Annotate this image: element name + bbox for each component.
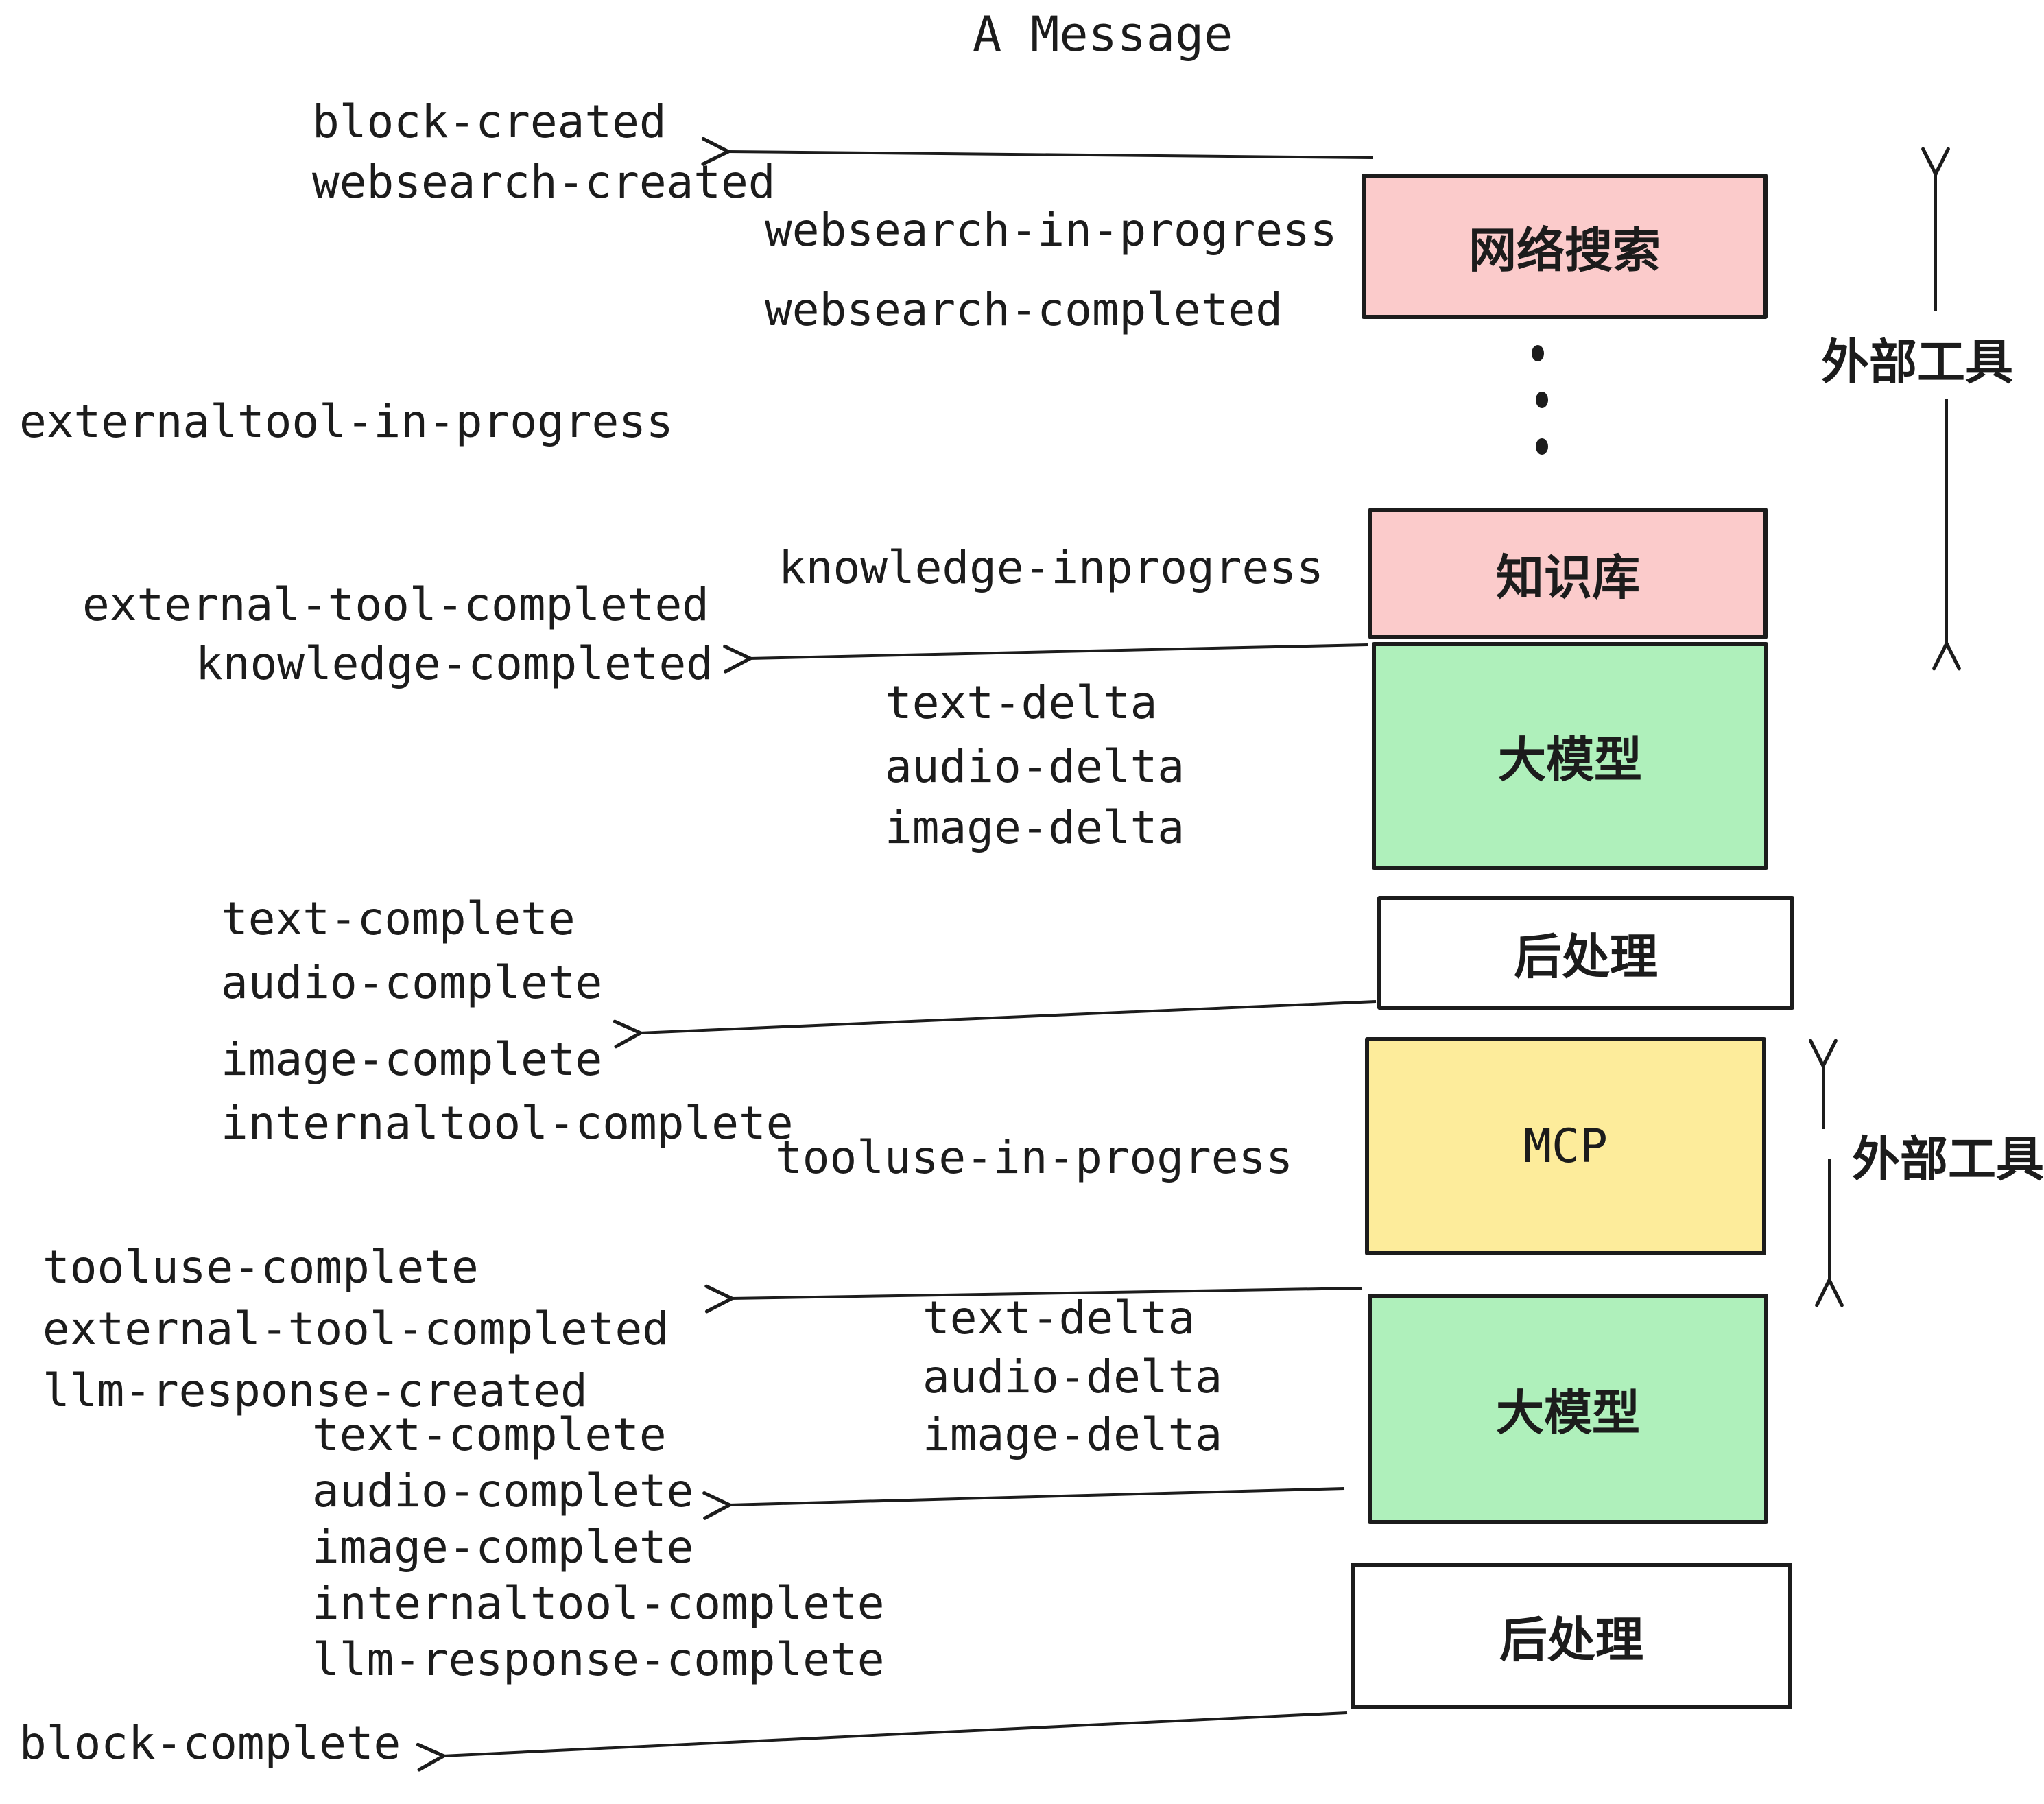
- event-block-created: block-created: [312, 95, 667, 148]
- event-image-delta-2: image-delta: [923, 1408, 1223, 1461]
- event-block-complete: block-complete: [19, 1717, 401, 1770]
- box-websearch: 网络搜索: [1362, 174, 1768, 319]
- event-audio-complete-1: audio-complete: [221, 956, 603, 1009]
- event-external-tool-completed-2: external-tool-completed: [43, 1303, 669, 1355]
- box-mcp: MCP: [1365, 1037, 1766, 1255]
- external-tools-label-top: 外部工具: [1821, 335, 2013, 389]
- arrow-websearch-created: [727, 152, 1374, 158]
- event-audio-delta-1: audio-delta: [885, 740, 1185, 793]
- event-internaltool-complete-1: internaltool-complete: [221, 1097, 794, 1150]
- event-image-complete-1: image-complete: [221, 1033, 603, 1086]
- ellipsis-dot: [1536, 392, 1548, 408]
- box-llm-2-label: 大模型: [1496, 1386, 1640, 1440]
- arrow-block-complete: [442, 1711, 1348, 1756]
- box-knowledge-label: 知识库: [1496, 550, 1640, 604]
- box-llm-2: 大模型: [1368, 1294, 1768, 1524]
- box-knowledge: 知识库: [1368, 508, 1768, 639]
- box-postprocess-1: 后处理: [1377, 896, 1794, 1010]
- box-websearch-label: 网络搜索: [1469, 223, 1661, 277]
- box-mcp-label: MCP: [1523, 1119, 1608, 1174]
- box-postprocess-2-label: 后处理: [1499, 1613, 1643, 1667]
- event-websearch-created: websearch-created: [312, 156, 776, 209]
- event-tooluse-in-progress: tooluse-in-progress: [775, 1131, 1293, 1184]
- event-text-complete-1: text-complete: [221, 892, 575, 945]
- event-llm-response-created: llm-response-created: [43, 1364, 588, 1417]
- arrow-postprocess-1-out: [639, 1000, 1377, 1033]
- event-text-delta-1: text-delta: [885, 676, 1158, 729]
- event-audio-complete-2: audio-complete: [312, 1464, 694, 1517]
- external-tools-label-mid: 外部工具: [1852, 1132, 2044, 1186]
- event-knowledge-completed: knowledge-completed: [195, 637, 713, 690]
- event-image-complete-2: image-complete: [312, 1521, 694, 1574]
- event-text-complete-2: text-complete: [312, 1408, 667, 1461]
- event-text-delta-2: text-delta: [923, 1292, 1196, 1344]
- box-postprocess-1-label: 后处理: [1514, 929, 1658, 984]
- ellipsis-dot: [1536, 438, 1548, 455]
- arrow-knowledge-completed: [749, 643, 1368, 658]
- event-externaltool-in-progress: externaltool-in-progress: [19, 395, 674, 448]
- box-llm-1: 大模型: [1372, 642, 1768, 870]
- ellipsis-dot: [1532, 345, 1544, 361]
- event-external-tool-completed-1: external-tool-completed: [82, 578, 709, 631]
- box-llm-1-label: 大模型: [1498, 733, 1642, 787]
- event-knowledge-inprogress: knowledge-inprogress: [779, 541, 1324, 594]
- event-audio-delta-2: audio-delta: [923, 1351, 1223, 1403]
- event-websearch-in-progress: websearch-in-progress: [765, 204, 1338, 257]
- event-llm-response-complete: llm-response-complete: [312, 1633, 885, 1686]
- box-postprocess-2: 后处理: [1351, 1563, 1792, 1709]
- event-image-delta-1: image-delta: [885, 801, 1185, 854]
- arrow-llm-2-out: [728, 1487, 1345, 1505]
- page-title: A Message: [973, 6, 1233, 62]
- event-tooluse-complete: tooluse-complete: [43, 1241, 479, 1294]
- event-internaltool-complete-2: internaltool-complete: [312, 1577, 885, 1630]
- event-websearch-completed: websearch-completed: [765, 283, 1283, 336]
